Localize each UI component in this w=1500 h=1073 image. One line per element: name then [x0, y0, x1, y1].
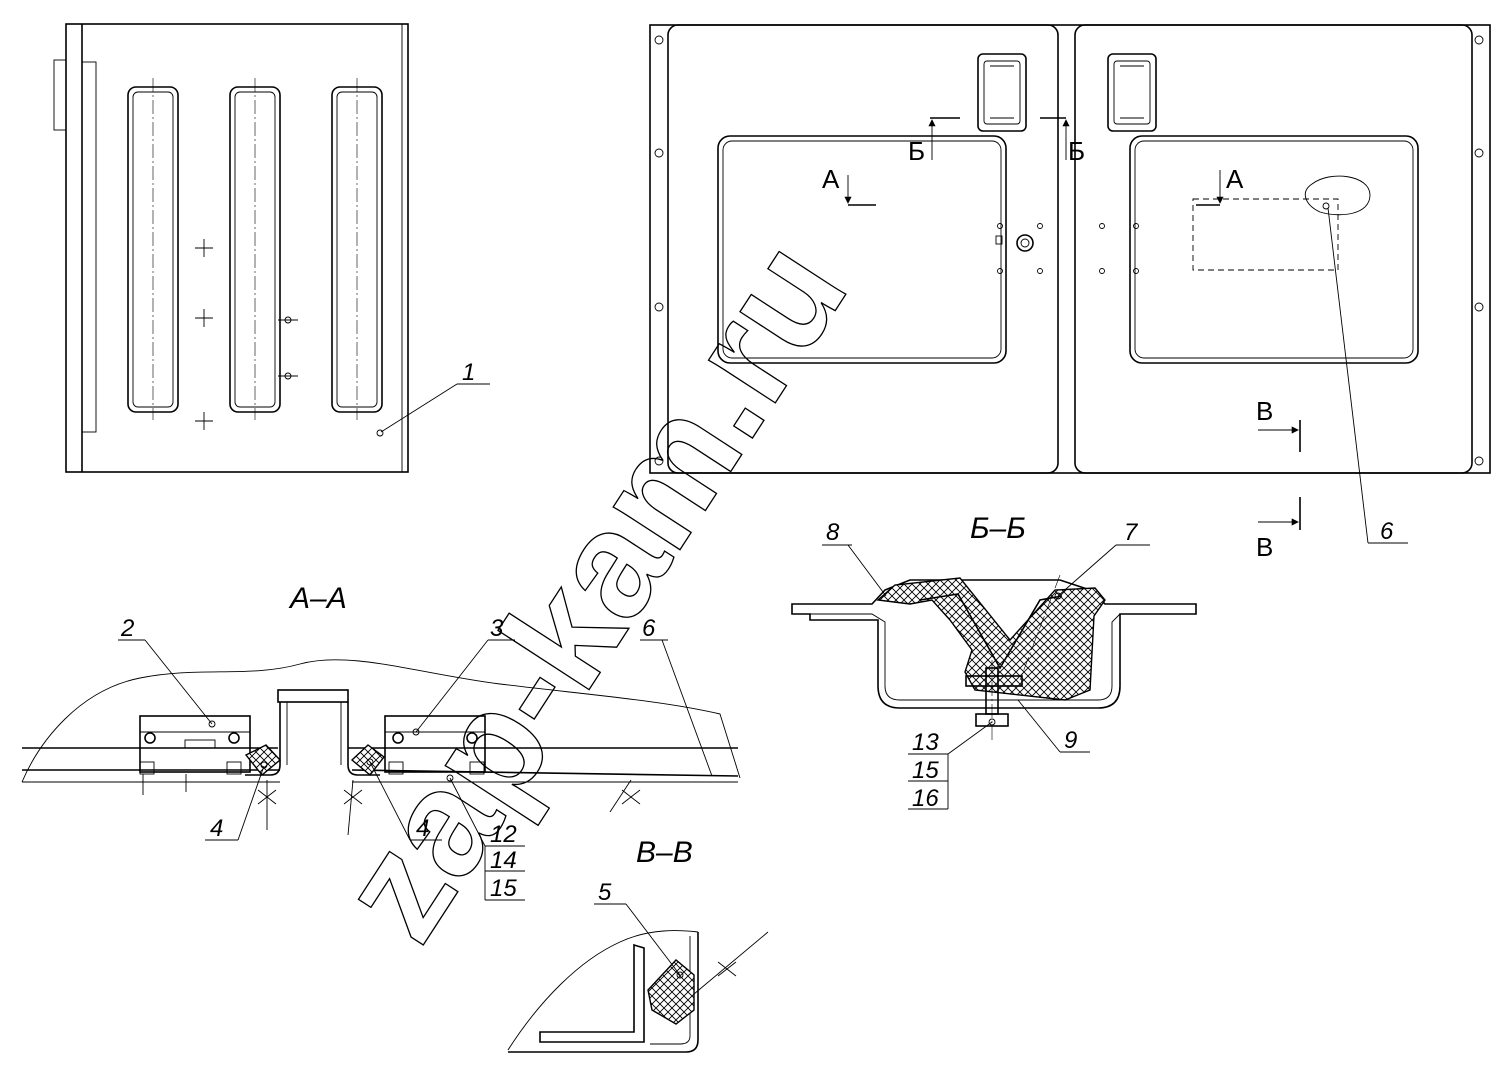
callout-4-left-label: 4 — [210, 815, 223, 842]
callout-3-label: 3 — [490, 615, 504, 642]
cut-b-left-label: Б — [908, 136, 925, 166]
callout-4-right: 4 — [369, 761, 442, 842]
cut-marker-a-left: А — [822, 164, 876, 206]
section-bb — [791, 574, 1197, 740]
watermark: zap-kam.ru — [306, 212, 878, 968]
cut-marker-v-top: В — [1256, 396, 1301, 452]
callout-3: 3 — [412, 615, 515, 736]
callout-4-right-label: 4 — [416, 815, 429, 842]
section-aa-title: А–А — [288, 582, 347, 615]
callout-1: 1 — [380, 359, 490, 433]
cut-b-right-label: Б — [1068, 136, 1085, 166]
cut-marker-b-left: Б — [908, 117, 960, 166]
callout-7-label: 7 — [1124, 519, 1139, 546]
callout-9-label: 9 — [1064, 727, 1077, 754]
callout-5-label: 5 — [598, 879, 612, 906]
callout-8-label: 8 — [826, 519, 840, 546]
callout-14-label: 14 — [490, 847, 517, 874]
front-view — [649, 24, 1491, 474]
callout-16-label: 16 — [912, 785, 939, 812]
section-vv-title: В–В — [636, 836, 693, 869]
cut-v-bottom-label: В — [1256, 532, 1273, 562]
callout-7: 7 — [1054, 519, 1150, 600]
callout-13-label: 13 — [912, 729, 939, 756]
section-aa — [21, 659, 741, 836]
callout-6-top: 6 — [1327, 207, 1408, 545]
section-bb-title: Б–Б — [970, 512, 1026, 545]
callout-4-left: 4 — [205, 765, 265, 842]
cut-marker-v-bottom: В — [1256, 497, 1301, 562]
section-vv — [507, 930, 769, 1053]
callout-15-bb-label: 15 — [912, 757, 939, 784]
callout-13-15-16: 13 15 16 — [908, 718, 996, 812]
cut-marker-a-right: А — [1196, 164, 1244, 206]
callout-5: 5 — [594, 879, 681, 976]
callout-6-top-label: 6 — [1380, 518, 1394, 545]
callout-6-aa: 6 — [640, 615, 713, 777]
callout-6-aa-label: 6 — [642, 615, 656, 642]
cut-a-left-label: А — [822, 164, 840, 194]
callout-1-label: 1 — [462, 359, 475, 386]
callout-2-label: 2 — [120, 615, 134, 642]
callout-12-14-15: 12 14 15 — [446, 774, 525, 902]
cut-a-right-label: А — [1226, 164, 1244, 194]
side-view — [53, 23, 409, 473]
callout-2: 2 — [118, 615, 216, 728]
callout-9: 9 — [1017, 699, 1090, 754]
callout-8: 8 — [822, 519, 887, 597]
cut-v-top-label: В — [1256, 396, 1273, 426]
callout-12-label: 12 — [490, 821, 517, 848]
callout-15-aa-label: 15 — [490, 875, 517, 902]
cut-marker-b-right: Б — [1040, 117, 1085, 166]
